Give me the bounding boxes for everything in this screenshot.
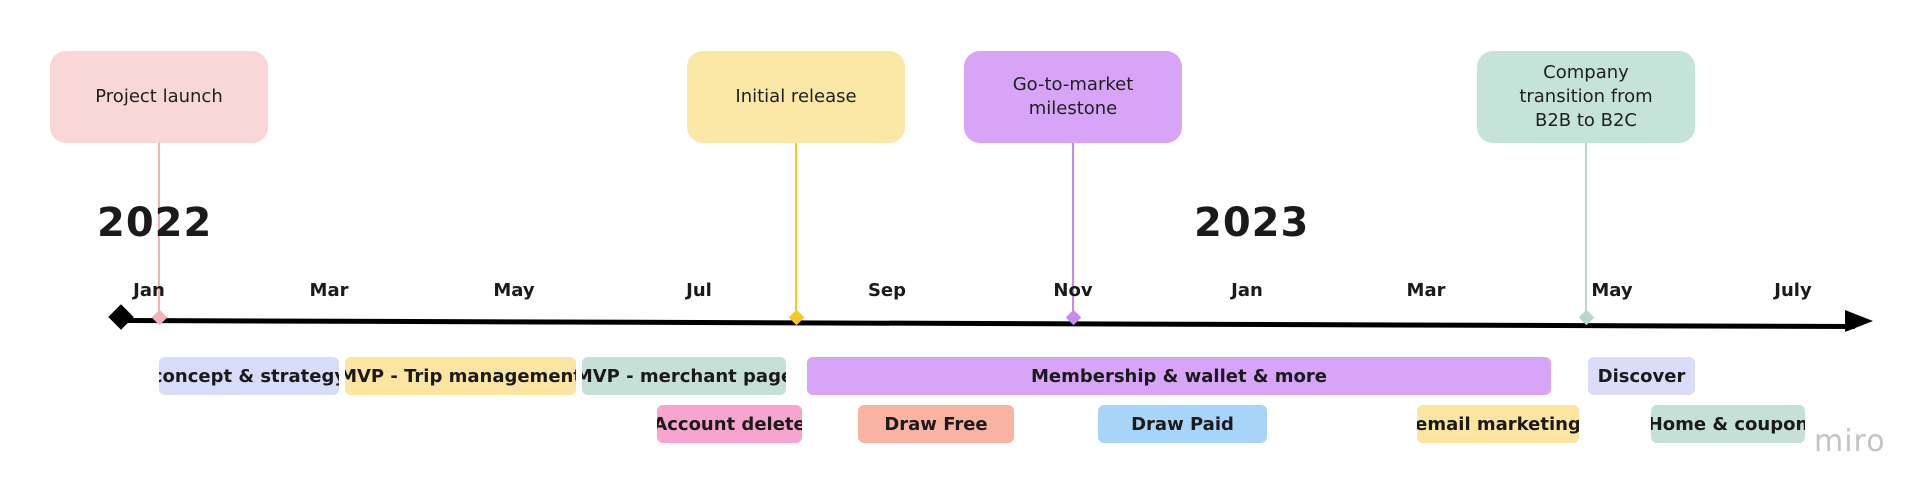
milestone-connector: [158, 143, 160, 318]
month-label: Sep: [867, 280, 907, 301]
month-label: Mar: [1406, 280, 1446, 301]
phase-draw-free[interactable]: Draw Free: [858, 405, 1014, 443]
month-label: Mar: [309, 280, 349, 301]
month-label: May: [493, 280, 535, 301]
year-label: 2022: [97, 200, 213, 246]
milestone-connector: [795, 143, 797, 318]
month-label: May: [1591, 280, 1633, 301]
year-label: 2023: [1194, 200, 1310, 246]
phase-email-marketing[interactable]: email marketing: [1417, 405, 1579, 443]
milestone-initial-release[interactable]: Initial release: [687, 51, 905, 143]
milestone-go-to-market[interactable]: Go-to-market milestone: [964, 51, 1182, 143]
month-label: Jul: [686, 280, 712, 301]
phase-account-delete[interactable]: Account delete: [657, 405, 802, 443]
milestone-company-transition[interactable]: Company transition from B2B to B2C: [1477, 51, 1695, 143]
milestone-connector: [1072, 143, 1074, 318]
month-label: Jan: [1231, 280, 1263, 301]
phase-draw-paid[interactable]: Draw Paid: [1098, 405, 1267, 443]
axis-arrow-icon: [1845, 310, 1873, 332]
month-label: Nov: [1053, 280, 1093, 301]
phase-mvp-merchant-page[interactable]: MVP - merchant page: [582, 357, 786, 395]
axis-start-diamond-icon: [108, 304, 134, 330]
month-label: Jan: [133, 280, 165, 301]
phase-discover[interactable]: Discover: [1588, 357, 1695, 395]
milestone-connector: [1585, 143, 1587, 318]
phase-mvp-trip-management[interactable]: MVP - Trip management: [345, 357, 576, 395]
timeline-axis: [119, 318, 1855, 330]
month-label: July: [1774, 280, 1812, 301]
milestone-project-launch[interactable]: Project launch: [50, 51, 268, 143]
phase-concept-strategy[interactable]: concept & strategy: [159, 357, 339, 395]
phase-home-coupon[interactable]: Home & coupon: [1651, 405, 1805, 443]
phase-membership-wallet[interactable]: Membership & wallet & more: [807, 357, 1551, 395]
miro-logo: miro: [1814, 424, 1886, 459]
